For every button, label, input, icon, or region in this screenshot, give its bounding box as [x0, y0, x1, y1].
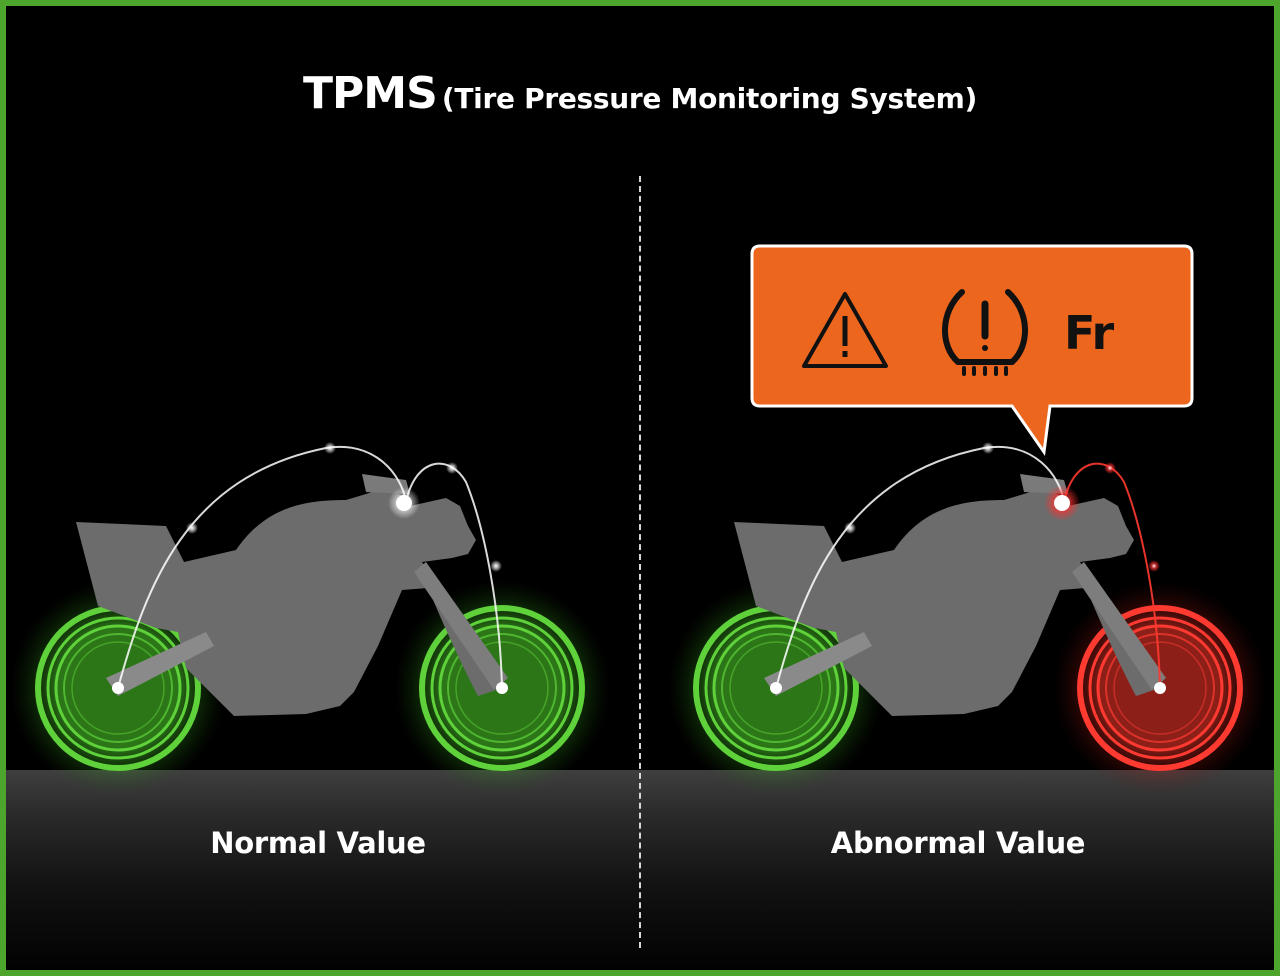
- signal-dot: [1104, 462, 1116, 474]
- front-tire: [419, 605, 585, 771]
- page-title: TPMS (Tire Pressure Monitoring System): [6, 68, 1274, 119]
- front-tire: [1077, 605, 1243, 771]
- signal-dot: [324, 442, 336, 454]
- tpms-scene: [10, 442, 1268, 796]
- warning-triangle-icon: [802, 292, 888, 368]
- signal-dot: [982, 442, 994, 454]
- title-main: TPMS: [303, 68, 438, 119]
- signal-dot: [186, 522, 198, 534]
- normal-value-caption: Normal Value: [210, 826, 426, 860]
- normal-bike: [10, 442, 610, 796]
- abnormal-bike: [668, 442, 1268, 796]
- front-sensor: [1154, 682, 1166, 694]
- rear-signal-arc: [117, 445, 407, 689]
- signal-dot: [844, 522, 856, 534]
- title-sub: (Tire Pressure Monitoring System): [441, 82, 977, 115]
- warning-callout: [750, 244, 1194, 456]
- panel-divider: [639, 176, 641, 948]
- callout-bubble: [750, 244, 1194, 456]
- front-signal-arc: [1063, 462, 1161, 689]
- receiver-unit: [396, 495, 412, 511]
- abnormal-value-caption: Abnormal Value: [830, 826, 1086, 860]
- receiver-unit: [1054, 495, 1070, 511]
- signal-dot: [490, 560, 502, 572]
- rear-sensor: [770, 682, 782, 694]
- tpms-tire-pressure-icon: [942, 289, 1028, 376]
- front-sensor: [496, 682, 508, 694]
- signal-dot: [446, 462, 458, 474]
- rear-sensor: [112, 682, 124, 694]
- front-signal-arc: [405, 462, 503, 689]
- signal-dot: [1148, 560, 1160, 572]
- rear-signal-arc: [775, 445, 1065, 689]
- front-tire-label: Fr: [1064, 306, 1114, 360]
